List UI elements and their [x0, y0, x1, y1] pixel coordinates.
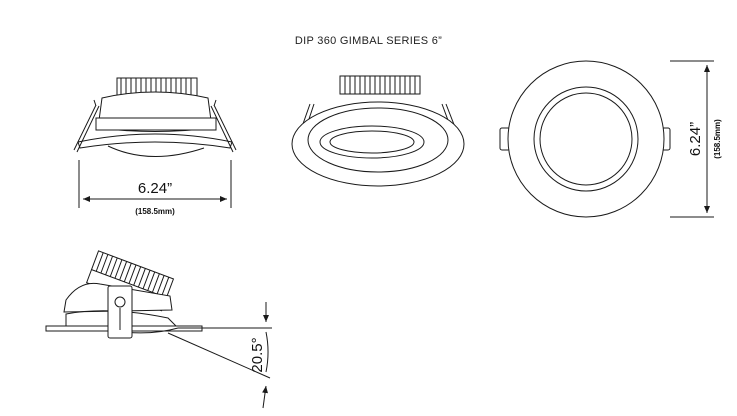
front-diameter-inches: 6.24” [138, 180, 172, 197]
front-view [73, 77, 237, 158]
plan-diameter-mm: (158.5mm) [713, 119, 722, 159]
plan-diameter-inches: 6.24” [687, 122, 704, 156]
drawing-title: DIP 360 GIMBAL SERIES 6” [294, 35, 443, 47]
tilt-angle-label: 20.5° [249, 337, 266, 372]
front-dimension [78, 160, 232, 208]
plan-dimension [670, 60, 714, 218]
left-spring-clip [73, 99, 100, 153]
tilt-dimension [167, 302, 272, 409]
perspective-view [291, 75, 465, 187]
mount-ring [95, 117, 217, 131]
plan-view [499, 60, 671, 218]
right-spring-clip [210, 99, 237, 153]
front-diameter-mm: (158.5mm) [135, 207, 175, 216]
plan-lens [539, 92, 633, 186]
side-pivot-screw [114, 296, 126, 308]
perspective-lens [329, 130, 415, 154]
side-view [45, 250, 203, 339]
front-lens [107, 145, 205, 158]
front-flange [77, 133, 233, 149]
perspective-heatsink [339, 75, 421, 95]
